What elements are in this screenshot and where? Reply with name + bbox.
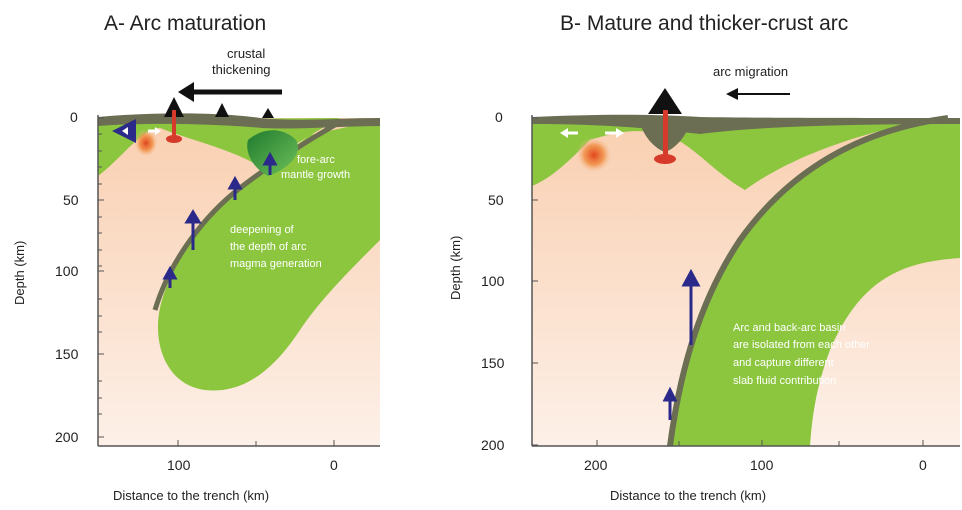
panel-a-volcano-icon [215,103,229,117]
panel-a-y-axis-label: Depth (km) [12,241,27,305]
panel-a-deepening-note-line1: deepening of [230,224,295,236]
panel-a-crustal-thickening-arrowhead-icon [178,82,194,102]
panel-a-y-tick: 200 [55,429,79,445]
panel-b-slab-top-edge [667,115,949,447]
panel-b-note-line2: are isolated from each other [733,339,870,351]
panel-a-y-tick: 0 [70,109,78,125]
panel-b-arc-migration-arrowhead-icon [726,88,738,100]
panel-b-note-line3: and capture different [733,357,834,369]
panel-a-x-tick: 100 [167,457,191,473]
panel-b-magma-source [576,137,612,173]
panel-b-extension-arrow-icon [616,128,624,138]
panel-a-forearc-note-line1: fore-arc [297,154,335,166]
panel-a-y-tick: 50 [63,192,79,208]
panel-a-title: A- Arc maturation [104,12,266,35]
panel-a-magma-chamber [166,135,182,143]
panel-a-forearc-mantle [247,130,298,176]
panel-b-x-tick: 0 [919,457,927,473]
panel-b-crust [532,114,960,134]
panel-b-x-axis-label: Distance to the trench (km) [610,488,766,503]
panel-b-extension-arrow-icon [560,128,568,138]
panel-a-y-tick: 150 [55,346,79,362]
panel-a-y-tick: 100 [55,263,79,279]
panel-a-main-volcano-icon [164,97,184,117]
panel-b-note-line4: slab fluid contribution [733,375,836,387]
panel-a-x-axis-label: Distance to the trench (km) [113,488,269,503]
panel-b-magma-conduit [663,110,668,158]
panel-a-subducting-slab [157,120,380,391]
panel-b-y-tick: 0 [495,109,503,125]
panel-a-x-tick: 0 [330,457,338,473]
panel-a-deepening-note-line3: magma generation [230,258,322,270]
panel-b-y-tick: 100 [481,273,505,289]
panel-b-note-line1: Arc and back-arc basin [733,322,846,334]
panel-b-y-tick: 50 [488,192,504,208]
panel-a-magma-source [134,129,158,157]
panel-b-arrow-label: arc migration [713,64,788,79]
panel-a-deepening-note-line2: the depth of arc [230,241,307,253]
panel-a-magma-conduit [172,110,176,138]
panel-a-extension-arrow-icon [155,127,161,135]
panel-b-y-axis-label: Depth (km) [448,236,463,300]
panel-a-fluid-flux-arrows [162,151,278,288]
panel-a: A- Arc maturation crustal thickening [12,12,380,503]
panel-b-title: B- Mature and thicker-crust arc [560,12,848,35]
panel-a-x-ticks [177,440,335,446]
panel-b-magma-chamber [654,154,676,164]
panel-a-arrow-label-line1: crustal [227,46,265,61]
panel-b-x-ticks [596,440,924,446]
panel-b-y-tick: 200 [481,437,505,453]
panel-b: B- Mature and thicker-crust arc arc migr… [448,12,960,503]
panel-b-x-tick: 100 [750,457,774,473]
panel-b-overriding-lithosphere [532,118,940,190]
panel-a-extension-arrow-icon [122,127,128,135]
panel-b-volcano-icon [648,88,682,114]
panel-b-x-tick: 200 [584,457,608,473]
panel-a-arrow-label-line2: thickening [212,62,271,77]
panel-b-fluid-flux-arrows [662,268,701,420]
panel-a-volcano-icon [262,108,274,118]
panel-a-y-minor-ticks [98,117,104,438]
panel-a-crust [98,113,380,129]
panel-b-y-minor-ticks [532,117,538,446]
panel-b-subducting-slab [670,118,960,446]
panel-b-y-tick: 150 [481,355,505,371]
panel-a-forearc-note-line2: mantle growth [281,169,350,181]
